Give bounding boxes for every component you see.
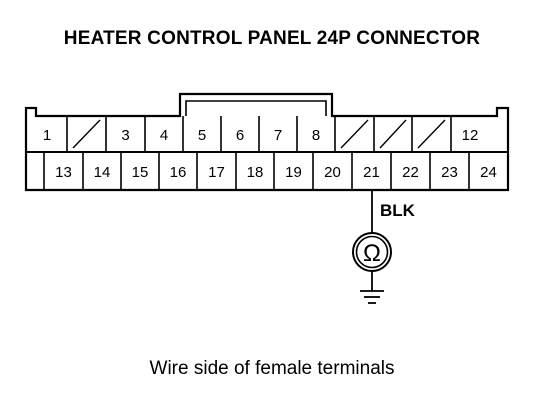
ohm-symbol: Ω	[363, 240, 381, 267]
connector-latch	[185, 100, 327, 116]
unused-cavity-slash	[72, 119, 101, 149]
terminal-label: 4	[160, 127, 168, 144]
terminal-label: 19	[285, 164, 302, 181]
terminal-label: 1	[43, 127, 51, 144]
terminal-label: 7	[274, 127, 282, 144]
terminal-label: 15	[132, 164, 149, 181]
terminal-label: 17	[208, 164, 225, 181]
terminal-label: 6	[236, 127, 244, 144]
ground-icon	[360, 271, 384, 304]
wire-color-label: BLK	[380, 201, 416, 220]
terminal-label: 12	[462, 127, 479, 144]
terminal-label: 14	[94, 164, 111, 181]
terminal-label: 22	[402, 164, 419, 181]
terminal-label: 18	[247, 164, 264, 181]
connector-outline	[24, 92, 510, 192]
unused-cavity-slash	[379, 119, 407, 149]
terminal-label: 5	[198, 127, 206, 144]
terminal-label: 20	[324, 164, 341, 181]
unused-cavity-slash	[340, 119, 369, 149]
terminal-label: 23	[441, 164, 458, 181]
terminal-label: 8	[312, 127, 320, 144]
diagram-title: HEATER CONTROL PANEL 24P CONNECTOR	[63, 28, 481, 49]
ohmmeter-icon: Ω	[352, 232, 392, 272]
terminal-label: 3	[121, 127, 129, 144]
terminal-label: 21	[363, 164, 380, 181]
unused-cavity-slash	[417, 119, 446, 149]
diagram-caption: Wire side of female terminals	[149, 358, 395, 379]
terminal-label: 13	[55, 164, 72, 181]
terminal-label: 16	[170, 164, 187, 181]
terminal-label: 24	[480, 164, 497, 181]
